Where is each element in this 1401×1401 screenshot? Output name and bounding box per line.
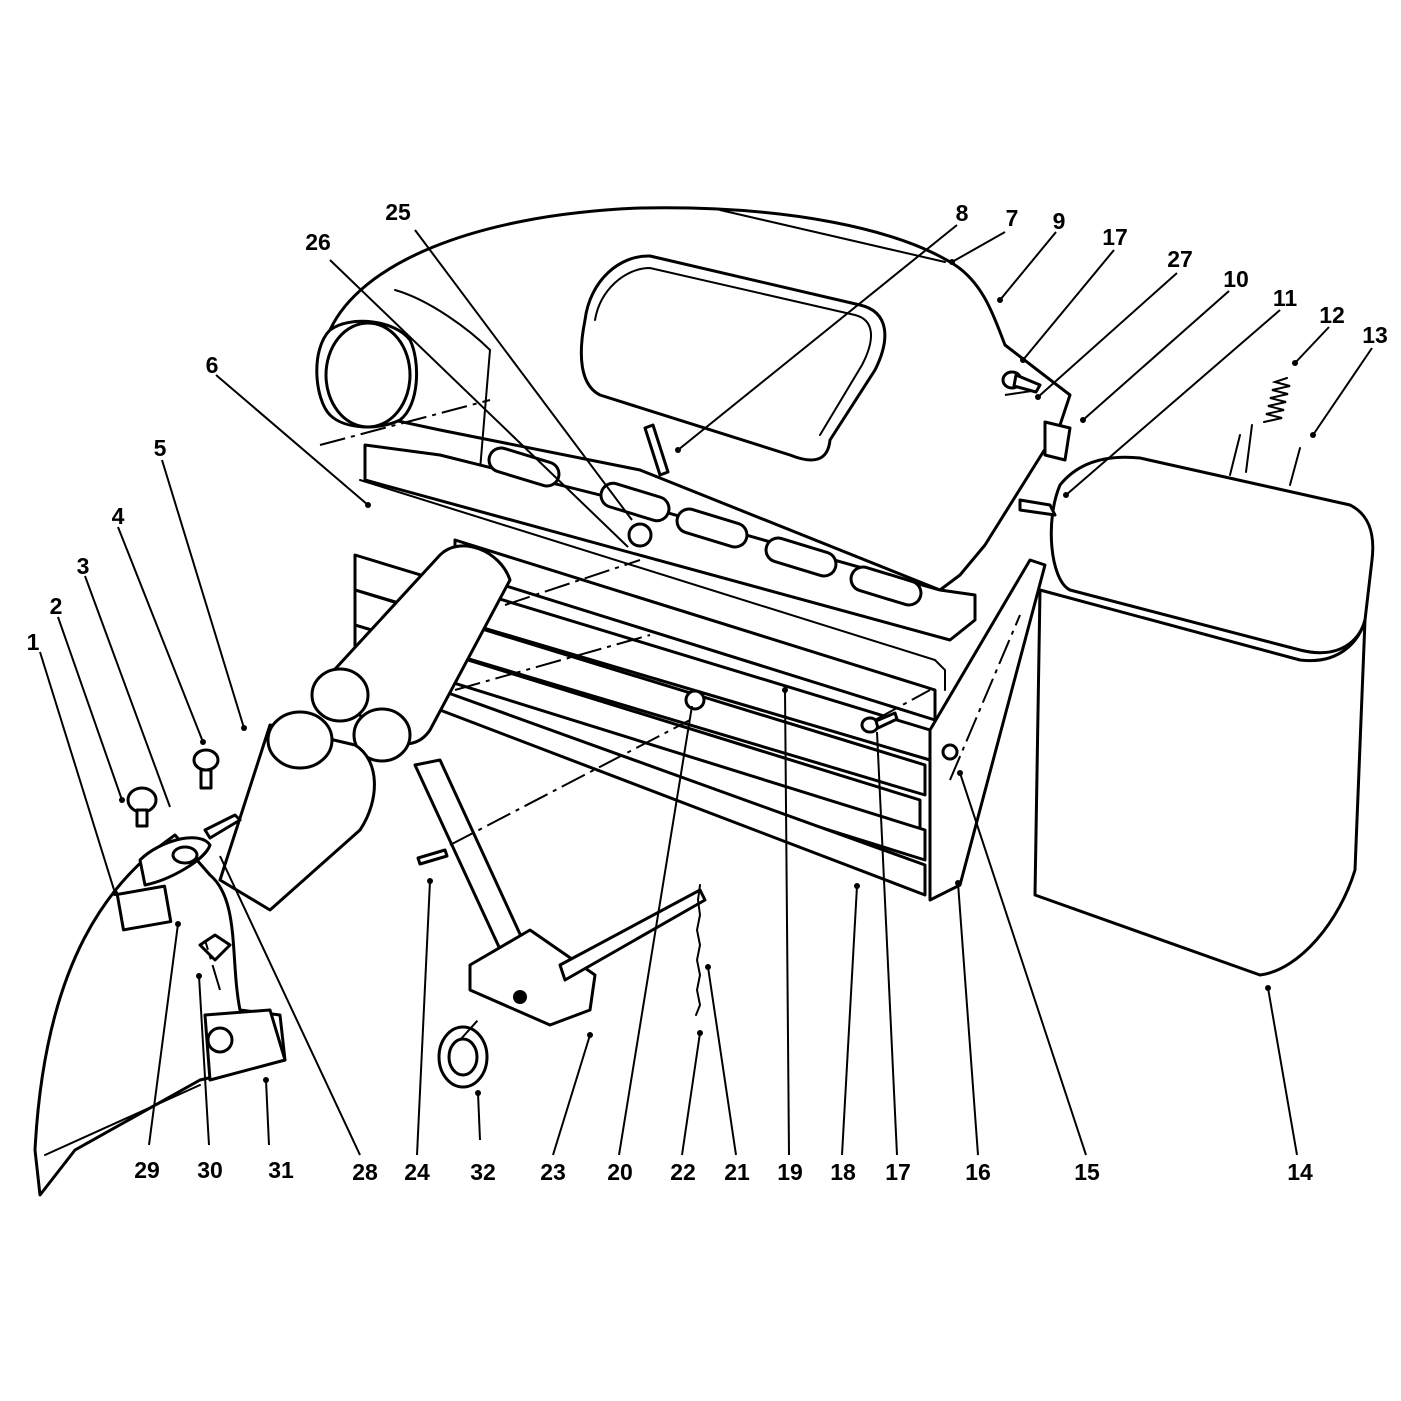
- callout-32: 32: [470, 1159, 496, 1185]
- callout-23: 23: [540, 1159, 566, 1185]
- callout-11: 11: [1273, 285, 1298, 311]
- assembly-guide-lines: [204, 389, 1039, 1041]
- callout-20: 20: [607, 1159, 633, 1185]
- callout-5: 5: [154, 435, 167, 461]
- callout-13: 13: [1362, 322, 1388, 348]
- callout-30: 30: [197, 1157, 223, 1183]
- rear-end-panel: [928, 558, 1047, 902]
- bolt-15: [941, 743, 959, 761]
- clip-11: [1018, 498, 1057, 517]
- callout-25: 25: [385, 199, 411, 225]
- callout-26: 26: [305, 229, 331, 255]
- hex-nut: [206, 1026, 234, 1054]
- bolt-17-lower: [860, 711, 899, 734]
- screw-8: [643, 423, 670, 477]
- callout-6: 6: [206, 352, 219, 378]
- callout-22: 22: [670, 1159, 696, 1185]
- chute-tube-upper: [310, 544, 512, 763]
- chain: [695, 884, 702, 1016]
- callout-8: 8: [956, 200, 969, 226]
- callout-10: 10: [1223, 266, 1249, 292]
- bolt-24: [416, 848, 449, 866]
- callout-3: 3: [77, 553, 90, 579]
- knob-part-4: [192, 748, 220, 790]
- discharge-deflector: [33, 833, 287, 1197]
- callout-15: 15: [1074, 1159, 1100, 1185]
- callout-17-upper: 17: [1102, 224, 1128, 250]
- callout-29: 29: [134, 1157, 160, 1183]
- callout-labels: 1 2 3 4 5 6 7 8 9 10 11 12 13 14 15 16 1…: [27, 199, 1388, 1185]
- spring: [1263, 377, 1291, 423]
- leader-end-dots: [112, 259, 1316, 1096]
- callout-21: 21: [724, 1159, 750, 1185]
- callout-28: 28: [352, 1159, 378, 1185]
- callout-14: 14: [1287, 1159, 1313, 1185]
- bracket-10: [1043, 420, 1072, 462]
- bolt-25: [627, 522, 653, 548]
- upper-frame-rail: [359, 443, 977, 691]
- side-panels: [353, 538, 937, 897]
- callout-19: 19: [777, 1159, 803, 1185]
- leader-lines: [39, 224, 1373, 1156]
- callout-9: 9: [1053, 208, 1066, 234]
- pivot-pin: [203, 813, 242, 840]
- nut-20: [684, 689, 706, 711]
- callout-12: 12: [1319, 302, 1345, 328]
- clamp-ring: [437, 1025, 489, 1089]
- latch-bracket: [138, 836, 212, 887]
- wing-nut: [198, 933, 232, 962]
- hopper-cover: [315, 206, 1072, 592]
- callout-16: 16: [965, 1159, 991, 1185]
- callout-17-lower: 17: [885, 1159, 911, 1185]
- callout-2: 2: [50, 593, 63, 619]
- callout-24: 24: [404, 1159, 430, 1185]
- callout-27: 27: [1167, 246, 1193, 272]
- bolt-17-upper: [1001, 370, 1042, 394]
- knob-part-2: [126, 786, 158, 828]
- collection-bag: [1033, 424, 1375, 977]
- callout-18: 18: [830, 1159, 856, 1185]
- mounting-bracket: [413, 758, 707, 1027]
- callout-4: 4: [112, 503, 125, 529]
- callout-31: 31: [268, 1157, 294, 1183]
- chute-tube-lower: [218, 710, 376, 912]
- callout-1: 1: [27, 629, 40, 655]
- callout-7: 7: [1006, 205, 1019, 231]
